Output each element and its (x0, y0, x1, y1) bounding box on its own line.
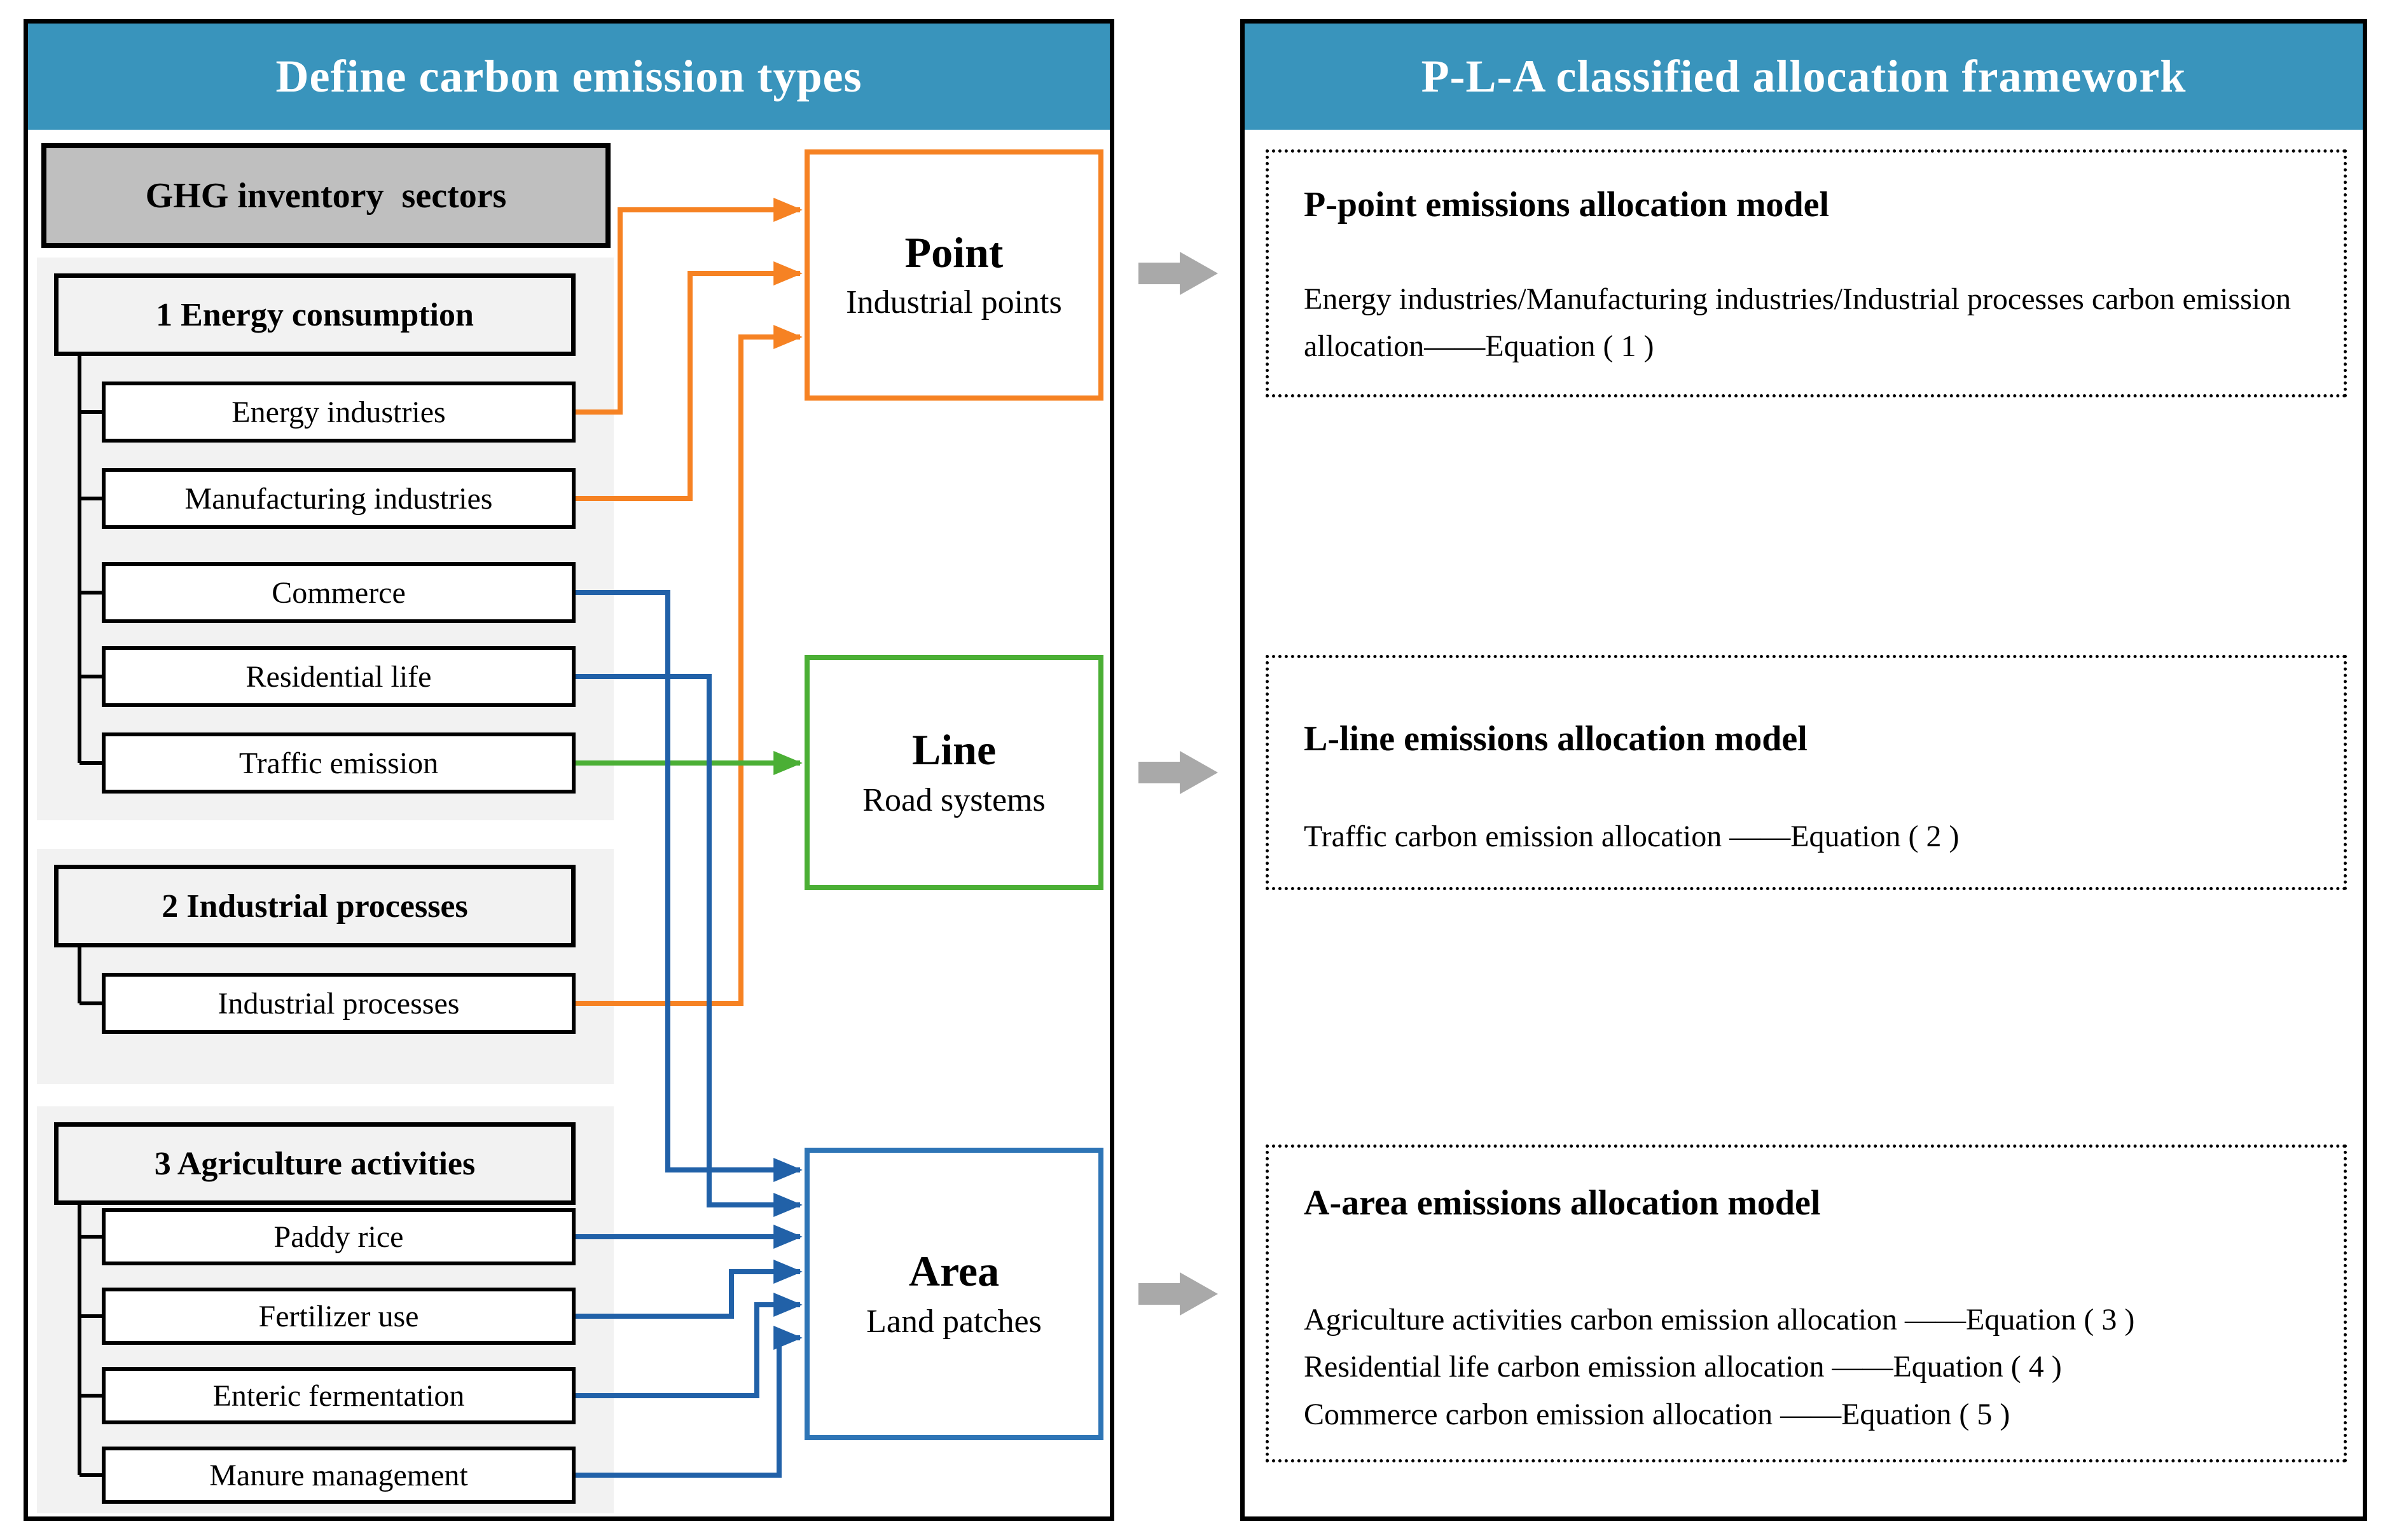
right-panel-title: P-L-A classified allocation framework (1421, 51, 2187, 102)
group-header-label: 1 Energy consumption (156, 296, 474, 333)
sector-box-label: Residential life (245, 659, 432, 694)
sector-box-commerce: Commerce (102, 562, 576, 623)
line-type-box: Line Road systems (805, 655, 1103, 890)
sector-box-paddy-rice: Paddy rice (102, 1208, 576, 1265)
model-body-area: Agriculture activities carbon emission a… (1304, 1296, 2309, 1438)
line-type-title: Line (911, 725, 997, 774)
sector-box-fertilizer-use: Fertilizer use (102, 1288, 576, 1345)
sector-box-label: Commerce (272, 575, 406, 610)
model-line-agriculture: Agriculture activities carbon emission a… (1304, 1303, 2135, 1337)
sector-box-label: Enteric fermentation (212, 1378, 465, 1413)
group-header-label: 2 Industrial processes (162, 888, 468, 925)
sector-box-label: Paddy rice (273, 1220, 404, 1254)
group-header-energy-consumption: 1 Energy consumption (54, 273, 576, 356)
gray-flow-arrow-point-icon (1138, 252, 1218, 295)
gray-flow-arrow-area-icon (1138, 1272, 1218, 1316)
line-type-subtitle: Road systems (862, 781, 1046, 818)
model-line-residential: Residential life carbon emission allocat… (1304, 1350, 2062, 1384)
model-title-area: A-area emissions allocation model (1304, 1183, 1821, 1223)
group-header-industrial-processes: 2 Industrial processes (54, 865, 576, 947)
left-panel-title: Define carbon emission types (275, 51, 862, 102)
sector-box-label: Energy industries (232, 395, 446, 429)
sector-box-label: Manufacturing industries (184, 481, 493, 516)
model-title-point: P-point emissions allocation model (1304, 185, 1830, 224)
model-title-line: L-line emissions allocation model (1304, 719, 1808, 759)
group-header-agriculture-activities: 3 Agriculture activities (54, 1122, 576, 1205)
area-type-subtitle: Land patches (866, 1303, 1042, 1340)
sector-box-manufacturing-industries: Manufacturing industries (102, 468, 576, 529)
left-panel-header: Define carbon emission types (28, 24, 1110, 130)
sector-box-residential-life: Residential life (102, 646, 576, 707)
sector-box-label: Fertilizer use (258, 1299, 419, 1333)
model-box-area: A-area emissions allocation model Agricu… (1266, 1145, 2347, 1462)
sector-box-label: Traffic emission (238, 746, 439, 780)
sector-box-label: Industrial processes (218, 986, 460, 1021)
model-body-point: Energy industries/Manufacturing industri… (1304, 282, 2292, 364)
point-type-subtitle: Industrial points (846, 284, 1062, 321)
point-type-title: Point (904, 228, 1004, 277)
area-type-box: Area Land patches (805, 1148, 1103, 1440)
area-type-title: Area (908, 1247, 1000, 1296)
group-header-label: 3 Agriculture activities (154, 1145, 476, 1182)
model-box-line: L-line emissions allocation model Traffi… (1266, 655, 2347, 890)
model-box-point: P-point emissions allocation model Energ… (1266, 149, 2347, 397)
model-line-commerce: Commerce carbon emission allocation ——Eq… (1304, 1397, 2010, 1431)
sector-box-traffic-emission: Traffic emission (102, 732, 576, 794)
model-body-line: Traffic carbon emission allocation ——Equ… (1304, 820, 1960, 853)
gray-flow-arrow-line-icon (1138, 751, 1218, 794)
sector-box-energy-industries: Energy industries (102, 382, 576, 443)
right-panel-header: P-L-A classified allocation framework (1245, 24, 2363, 130)
sector-box-industrial-processes: Industrial processes (102, 973, 576, 1034)
ghg-root-box-label: GHG inventory sectors (145, 175, 507, 216)
sector-box-label: Manure management (209, 1458, 468, 1492)
sector-box-manure-management: Manure management (102, 1447, 576, 1504)
sector-box-enteric-fermentation: Enteric fermentation (102, 1367, 576, 1424)
ghg-root-box: GHG inventory sectors (41, 143, 611, 248)
point-type-box: Point Industrial points (805, 149, 1103, 401)
